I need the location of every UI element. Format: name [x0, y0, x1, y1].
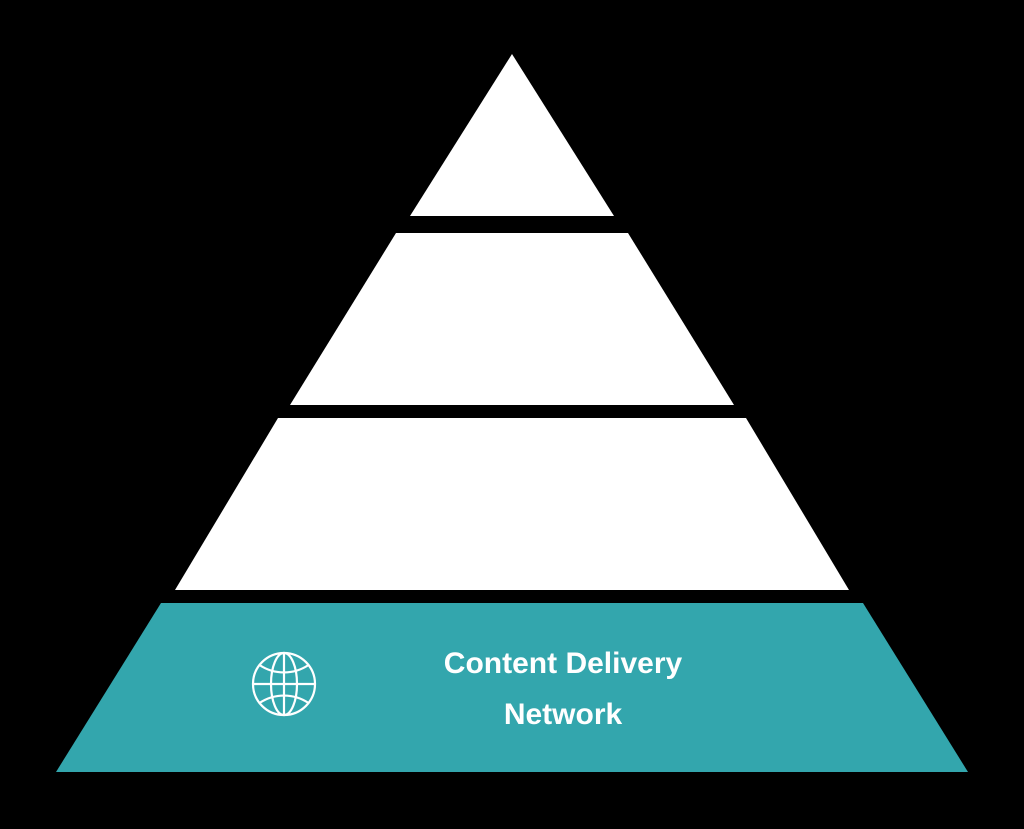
- pyramid-level-4-label-line1: Content Delivery: [444, 647, 683, 680]
- globe-icon: [251, 651, 317, 717]
- pyramid-level-1-shape[interactable]: [410, 54, 614, 216]
- pyramid-level-4[interactable]: Content Delivery Network: [56, 603, 968, 772]
- pyramid-level-1[interactable]: [410, 54, 614, 216]
- pyramid-level-4-shape[interactable]: [56, 603, 968, 772]
- pyramid-level-2-shape[interactable]: [290, 233, 734, 405]
- pyramid-level-2[interactable]: [290, 233, 734, 405]
- pyramid-level-3-shape[interactable]: [175, 418, 849, 590]
- pyramid-level-4-label-line2: Network: [504, 698, 623, 731]
- pyramid-level-3[interactable]: [175, 418, 849, 590]
